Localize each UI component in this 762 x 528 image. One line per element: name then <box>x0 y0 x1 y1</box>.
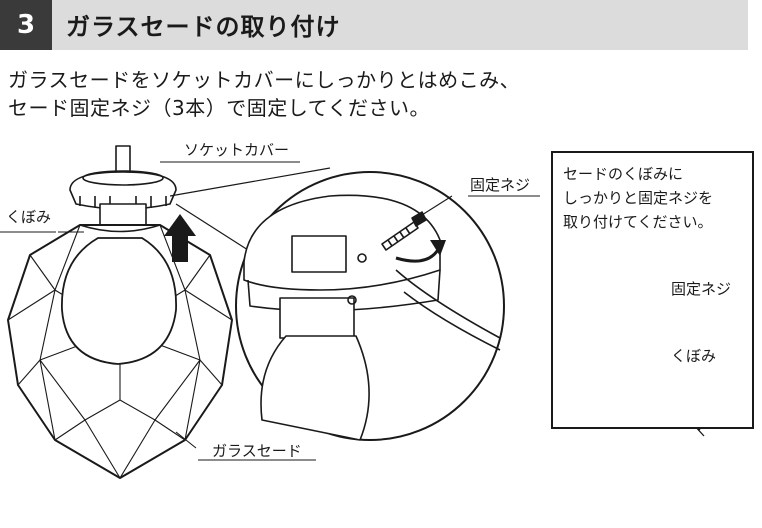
section-header: 3 ガラスセードの取り付け <box>0 0 748 50</box>
note-recess-label: くぼみ <box>671 347 717 365</box>
step-number-badge: 3 <box>0 0 52 50</box>
glass-shade-label: ガラスセード <box>212 442 302 460</box>
magnified-detail-drawing <box>169 167 505 441</box>
lamp-assembly-drawing <box>7 145 233 479</box>
note-box: セードのくぼみに しっかりと固定ネジを 取り付けてください。 固定ネジ くぼみ <box>551 151 754 429</box>
note-line-3: 取り付けてください。 <box>563 213 713 231</box>
socket-cover-label: ソケットカバー <box>184 141 290 159</box>
note-screw-label: 固定ネジ <box>671 280 732 298</box>
note-line-2: しっかりと固定ネジを <box>563 189 714 207</box>
instruction-line-2: セード固定ネジ（3本）で固定してください。 <box>8 96 431 120</box>
fixing-screw-label: 固定ネジ <box>470 176 531 194</box>
section-title: ガラスセードの取り付け <box>66 13 341 41</box>
recess-label: くぼみ <box>6 208 52 226</box>
instruction-line-1: ガラスセードをソケットカバーにしっかりとはめこみ、 <box>8 68 521 92</box>
note-line-1: セードのくぼみに <box>563 165 684 183</box>
